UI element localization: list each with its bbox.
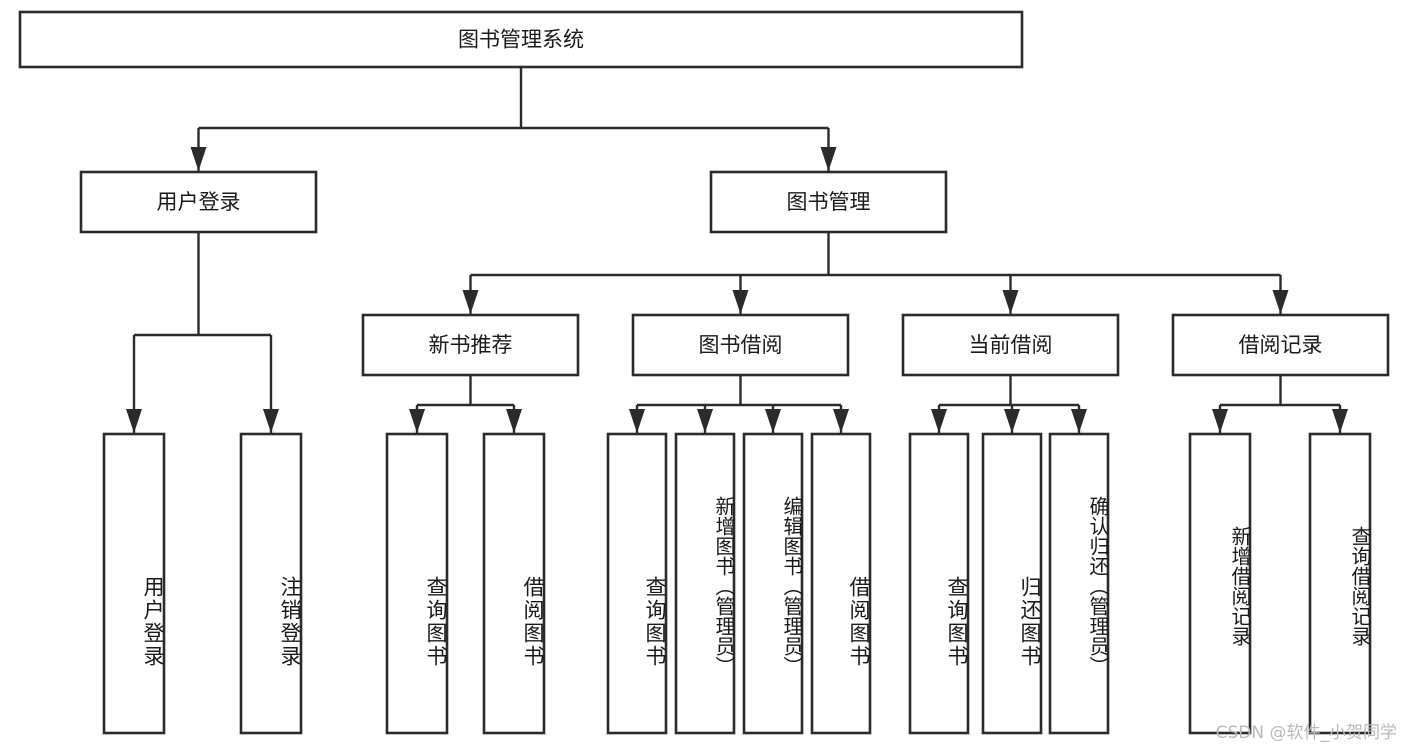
connector-arrow-icon bbox=[697, 409, 713, 433]
connector-arrow-icon bbox=[263, 409, 279, 433]
node-借阅图书-box[interactable] bbox=[810, 432, 872, 735]
connector-arrow-icon bbox=[1272, 290, 1289, 314]
node-新增图书管理员-box[interactable] bbox=[674, 432, 736, 735]
node-编辑图书管理员-box[interactable] bbox=[742, 432, 804, 735]
connector-arrow-icon bbox=[833, 409, 849, 433]
connector-arrow-icon bbox=[732, 290, 749, 314]
connector-arrow-icon bbox=[126, 409, 142, 433]
node-图书借阅-box[interactable] bbox=[631, 313, 850, 377]
node-用户登录-box[interactable] bbox=[79, 170, 318, 234]
connector-arrow-icon bbox=[765, 409, 781, 433]
connector-arrow-icon bbox=[629, 409, 645, 433]
node-用户登录-label: 用户登录 bbox=[157, 190, 241, 214]
node-用户登录-box[interactable] bbox=[102, 432, 166, 735]
node-当前借阅-label: 当前借阅 bbox=[969, 333, 1053, 357]
node-借阅记录-label: 借阅记录 bbox=[1239, 333, 1323, 357]
node-图书管理系统-label: 图书管理系统 bbox=[458, 28, 584, 52]
connector-arrow-icon bbox=[1004, 409, 1020, 433]
connector-arrow-icon bbox=[1212, 409, 1228, 433]
connector-arrow-icon bbox=[820, 147, 837, 171]
connector-arrow-icon bbox=[1002, 290, 1019, 314]
connector-arrow-icon bbox=[409, 409, 425, 433]
node-查询图书-box[interactable] bbox=[606, 432, 668, 735]
node-图书管理-box[interactable] bbox=[709, 170, 948, 234]
connector-arrow-icon bbox=[190, 147, 207, 171]
connector-arrow-icon bbox=[1332, 409, 1348, 433]
node-新书推荐-label: 新书推荐 bbox=[429, 333, 513, 357]
node-当前借阅-box[interactable] bbox=[901, 313, 1120, 377]
node-图书管理-label: 图书管理 bbox=[787, 190, 871, 214]
node-新增借阅记录-box[interactable] bbox=[1188, 432, 1252, 735]
node-注销登录-box[interactable] bbox=[239, 432, 303, 735]
node-借阅图书-box[interactable] bbox=[482, 432, 546, 735]
node-图书借阅-label: 图书借阅 bbox=[699, 333, 783, 357]
connector-arrow-icon bbox=[462, 290, 479, 314]
node-新书推荐-box[interactable] bbox=[361, 313, 580, 377]
node-借阅记录-box[interactable] bbox=[1171, 313, 1390, 377]
node-查询借阅记录-box[interactable] bbox=[1308, 432, 1372, 735]
watermark-text: CSDN @软件_小贺同学 bbox=[1215, 723, 1397, 743]
connector-arrow-icon bbox=[506, 409, 522, 433]
node-查询图书-box[interactable] bbox=[385, 432, 449, 735]
node-查询图书-box[interactable] bbox=[908, 432, 970, 735]
node-确认归还管理员-box[interactable] bbox=[1048, 432, 1110, 735]
node-归还图书-box[interactable] bbox=[981, 432, 1043, 735]
connector-arrow-icon bbox=[1071, 409, 1087, 433]
node-图书管理系统-box[interactable] bbox=[18, 10, 1024, 69]
connector-arrow-icon bbox=[931, 409, 947, 433]
